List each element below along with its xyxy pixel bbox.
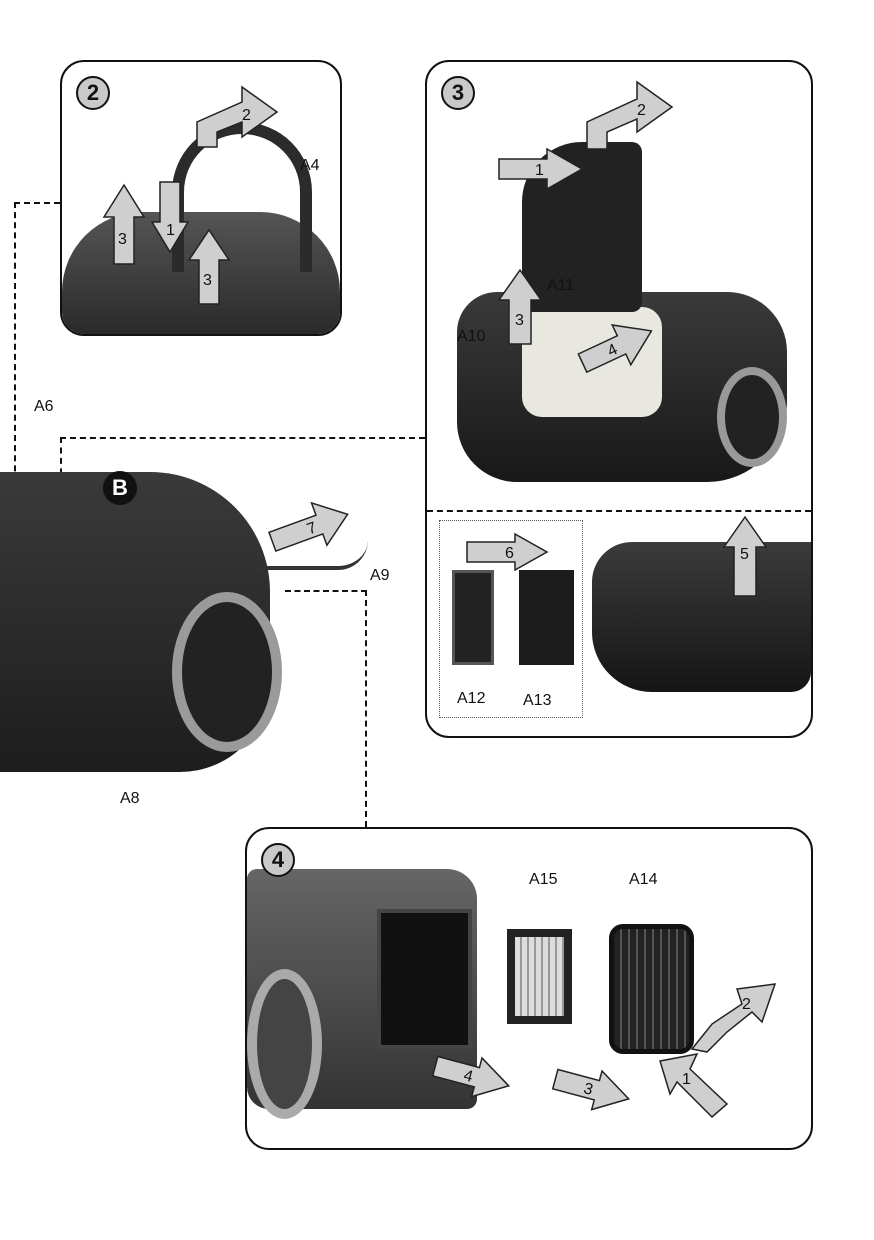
svg-text:2: 2: [242, 107, 251, 124]
svg-text:6: 6: [505, 545, 514, 562]
badge-b: B: [103, 471, 137, 505]
svg-text:3: 3: [118, 231, 127, 248]
filter-a15: [507, 929, 572, 1024]
panel-step-2: 2 A4 2 1 3 3: [60, 60, 342, 336]
arrow-step-2: 2: [196, 85, 279, 148]
svg-text:3: 3: [515, 312, 524, 329]
divider: [427, 510, 811, 512]
svg-text:2: 2: [637, 102, 646, 119]
label-a10: A10: [457, 328, 486, 345]
label-a4: A4: [300, 157, 320, 174]
panel-step-4: 4 A15 A14 1 2 3 4: [245, 827, 813, 1150]
svg-text:3: 3: [203, 272, 212, 289]
step-number-3: 3: [441, 76, 475, 110]
label-a15: A15: [529, 871, 558, 888]
arrow-step-1: 1: [498, 147, 584, 191]
filter-frame-a12: [452, 570, 494, 665]
label-a12: A12: [457, 690, 486, 707]
grille-a14: [609, 924, 694, 1054]
svg-text:1: 1: [166, 222, 175, 239]
arrow-step-6: 6: [466, 532, 549, 572]
filter-compartment: [377, 909, 472, 1049]
arrow-step-2: 2: [586, 80, 674, 150]
arrow-step-4: 4: [577, 323, 653, 374]
panel-step-3: 3 A10 A11 A12 A13 1 2 3 4 5 6: [425, 60, 813, 738]
connector-line: [285, 590, 367, 827]
label-a8: A8: [120, 790, 140, 807]
svg-text:4: 4: [462, 1067, 475, 1086]
svg-text:1: 1: [682, 1071, 691, 1088]
label-a6: A6: [34, 398, 54, 415]
arrow-step-1: 1: [659, 1052, 729, 1119]
svg-text:3: 3: [582, 1080, 595, 1099]
arrow-step-3-right: 3: [187, 228, 231, 305]
connector-line: [14, 202, 60, 522]
vacuum-wheel: [247, 969, 322, 1119]
vacuum-wheel: [717, 367, 787, 467]
label-a11: A11: [547, 277, 575, 294]
svg-text:5: 5: [740, 546, 749, 563]
arrow-step-1: 1: [150, 181, 190, 254]
step-number-4: 4: [261, 843, 295, 877]
vacuum-wheel: [172, 592, 282, 752]
arrow-step-7: 7: [268, 501, 349, 553]
step-number-2: 2: [76, 76, 110, 110]
svg-text:2: 2: [742, 996, 751, 1013]
arrow-step-3: 3: [497, 268, 543, 345]
filter-group-box: [439, 520, 583, 718]
filter-pad-a13: [519, 570, 574, 665]
power-cord: [258, 540, 368, 570]
arrow-step-2: 2: [690, 983, 777, 1053]
arrow-step-4: 4: [432, 1055, 511, 1098]
vacuum-rear-illustration: [592, 542, 811, 692]
label-a9: A9: [370, 567, 390, 584]
label-a14: A14: [629, 871, 658, 888]
svg-text:1: 1: [535, 162, 544, 179]
label-a13: A13: [523, 692, 552, 709]
arrow-step-3: 3: [552, 1068, 631, 1111]
arrow-step-5: 5: [722, 515, 768, 597]
arrow-step-3-left: 3: [102, 183, 146, 265]
